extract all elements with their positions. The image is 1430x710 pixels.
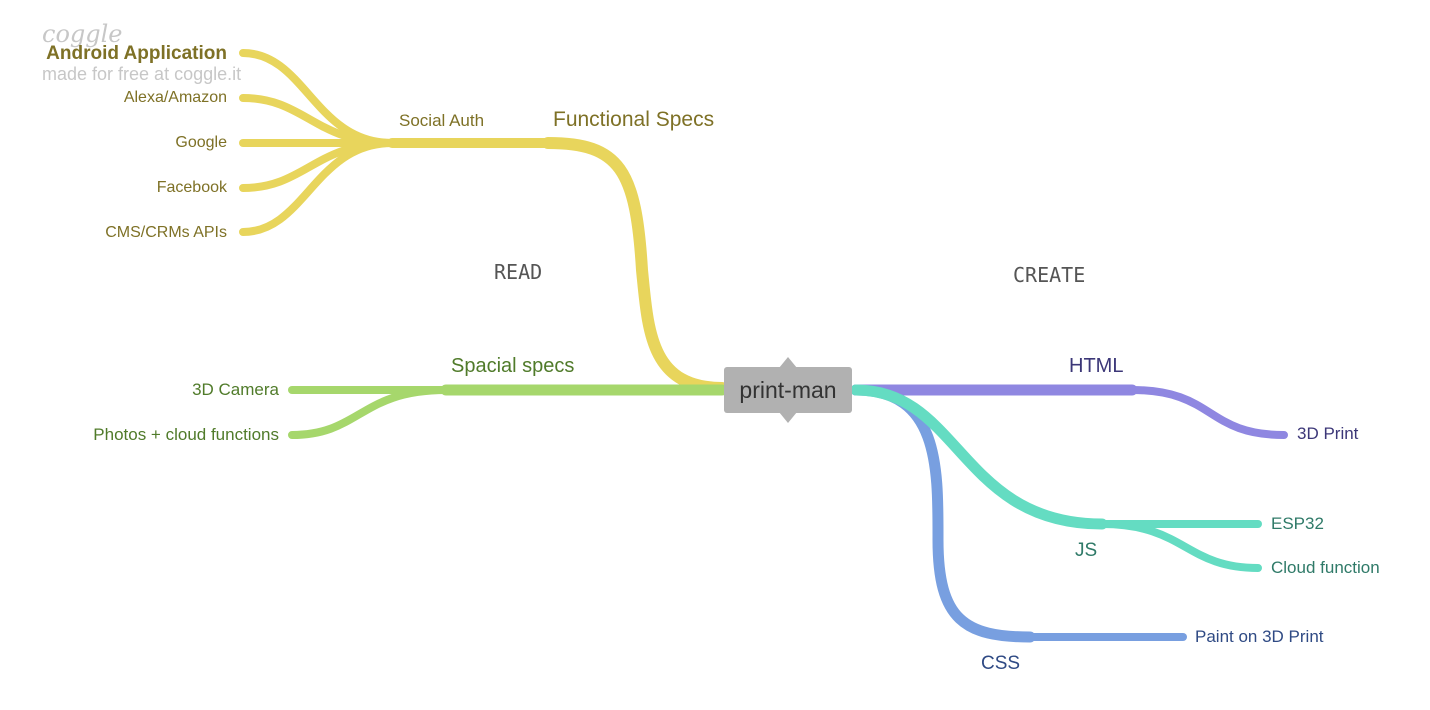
root-collapse-down-icon[interactable] xyxy=(779,412,797,423)
branch-photos-cloud xyxy=(288,386,450,439)
node-facebook[interactable]: Facebook xyxy=(156,179,227,196)
section-read: READ xyxy=(494,260,543,284)
node-spacial-specs[interactable]: Spacial specs xyxy=(451,355,575,377)
node-functional-specs[interactable]: Functional Specs xyxy=(553,108,715,131)
node-social-auth[interactable]: Social Auth xyxy=(399,111,485,130)
root-node[interactable]: print-man xyxy=(724,367,852,413)
node-paint-on-3d-print[interactable]: Paint on 3D Print xyxy=(1195,627,1324,646)
section-create: CREATE xyxy=(1013,263,1086,287)
node-android-application[interactable]: Android Application xyxy=(46,43,227,64)
node-photos-cloud-functions[interactable]: Photos + cloud functions xyxy=(93,425,279,444)
branch-js xyxy=(850,384,1108,530)
root-collapse-up-icon[interactable] xyxy=(779,357,797,368)
coggle-tagline: made for free at coggle.it xyxy=(42,64,242,84)
branch-3d-print xyxy=(1128,386,1288,439)
node-cloud-function[interactable]: Cloud function xyxy=(1271,558,1380,577)
branch-cms-crms-apis xyxy=(239,139,396,236)
node-alexa-amazon[interactable]: Alexa/Amazon xyxy=(123,89,227,106)
branch-cloud-function xyxy=(1098,520,1262,572)
node-cms-crms-apis[interactable]: CMS/CRMs APIs xyxy=(105,224,227,241)
coggle-logo: coggle xyxy=(42,20,123,48)
node-esp32[interactable]: ESP32 xyxy=(1271,514,1324,533)
node-css[interactable]: CSS xyxy=(981,653,1021,674)
node-3d-camera[interactable]: 3D Camera xyxy=(192,380,279,399)
node-js[interactable]: JS xyxy=(1075,540,1098,561)
node-html[interactable]: HTML xyxy=(1069,355,1124,377)
node-google[interactable]: Google xyxy=(175,134,227,151)
node-3d-print[interactable]: 3D Print xyxy=(1297,424,1359,443)
branch-functional-specs xyxy=(542,137,728,394)
